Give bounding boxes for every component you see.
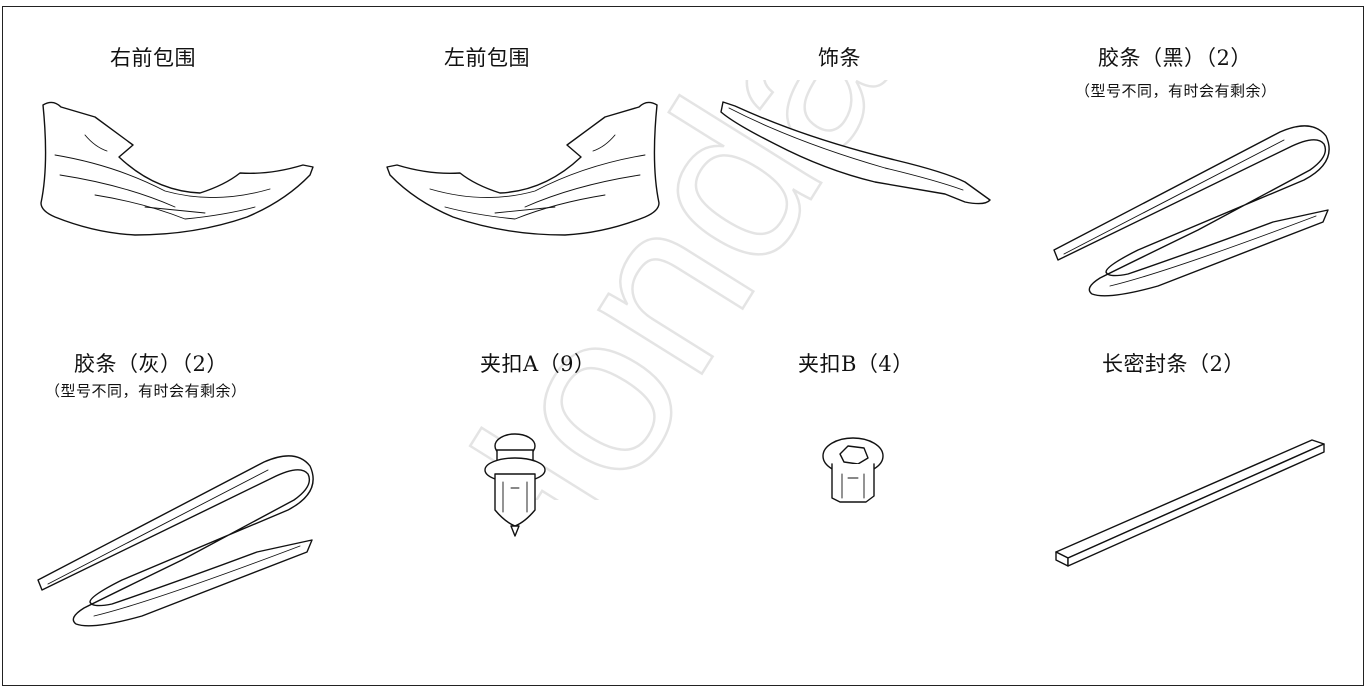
front-bumper-left-drawing: [386, 101, 660, 236]
part-label-clip-a: 夹扣A（9）: [480, 352, 596, 376]
front-bumper-right-drawing: [40, 101, 314, 236]
part-label-clip-b: 夹扣B（4）: [798, 352, 914, 376]
push-clip-drawing: [484, 433, 546, 537]
part-label-long-seal: 长密封条（2）: [1102, 352, 1245, 376]
part-label-trim-strip: 饰条: [818, 46, 861, 70]
nut-clip-drawing: [822, 437, 884, 503]
seal-bar-drawing: [1055, 439, 1325, 567]
rubber-strip-coil-drawing: [1053, 125, 1330, 297]
part-note-rubber-strip-gray: （型号不同，有时会有剩余）: [45, 382, 247, 400]
part-label-rubber-strip-gray: 胶条（灰）（2）: [74, 352, 228, 376]
part-label-front-bumper-right: 右前包围: [110, 46, 196, 70]
part-note-rubber-strip-black: （型号不同，有时会有剩余）: [1075, 82, 1277, 100]
trim-strip-drawing: [720, 101, 991, 205]
part-label-front-bumper-left: 左前包围: [444, 46, 530, 70]
rubber-strip-coil-drawing: [37, 455, 314, 627]
part-label-rubber-strip-black: 胶条（黑）（2）: [1098, 46, 1252, 70]
